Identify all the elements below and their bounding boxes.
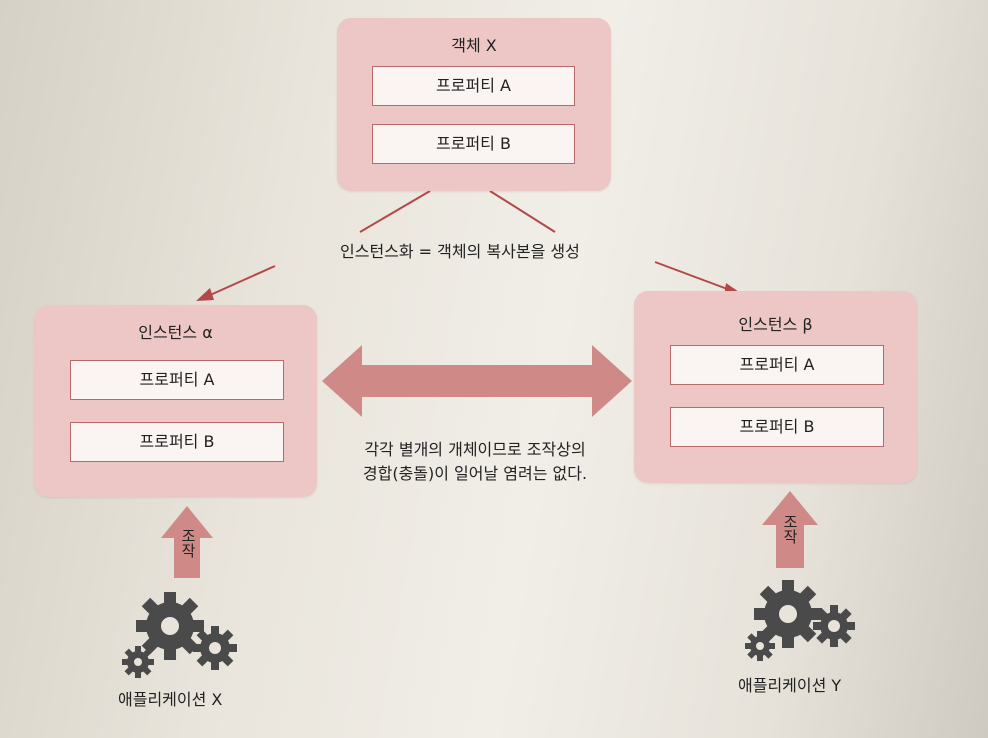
app-x-label: 애플리케이션 X	[118, 690, 223, 709]
instantiation-label: 인스턴스화 = 객체의 복사본을 생성	[340, 242, 580, 261]
gears-icon-left	[122, 592, 237, 678]
operate-label-right: 조작	[781, 514, 799, 544]
instantiation-line-left	[359, 190, 431, 233]
note-line-2: 경합(충돌)이 일어날 염려는 없다.	[362, 464, 588, 483]
instantiation-line-right	[489, 190, 556, 233]
object-x-title: 객체 X	[451, 36, 497, 55]
instance-alpha-property-b: 프로퍼티 B	[70, 422, 284, 462]
instance-beta-card: 인스턴스 β 프로퍼티 A 프로퍼티 B	[634, 291, 917, 483]
object-x-property-b: 프로퍼티 B	[372, 124, 575, 164]
note-text: 각각 별개의 개체이므로 조작상의 경합(충돌)이 일어날 염려는 없다.	[330, 438, 620, 486]
arrow-to-alpha-head	[196, 288, 214, 301]
double-arrow	[322, 345, 632, 417]
object-x-property-a: 프로퍼티 A	[372, 66, 575, 106]
arrow-to-alpha-line	[207, 265, 276, 297]
instance-alpha-card: 인스턴스 α 프로퍼티 A 프로퍼티 B	[34, 305, 317, 497]
instance-alpha-title: 인스턴스 α	[138, 323, 213, 342]
gears-icon-right	[745, 580, 855, 661]
instance-beta-property-a: 프로퍼티 A	[670, 345, 884, 385]
instance-beta-property-b: 프로퍼티 B	[670, 407, 884, 447]
app-y-label: 애플리케이션 Y	[738, 676, 842, 695]
operate-label-left: 조작	[179, 528, 197, 558]
instance-alpha-property-a: 프로퍼티 A	[70, 360, 284, 400]
arrow-to-beta-line	[654, 261, 731, 291]
note-line-1: 각각 별개의 개체이므로 조작상의	[364, 440, 586, 459]
object-x-card: 객체 X 프로퍼티 A 프로퍼티 B	[337, 18, 611, 191]
instance-beta-title: 인스턴스 β	[738, 315, 813, 334]
